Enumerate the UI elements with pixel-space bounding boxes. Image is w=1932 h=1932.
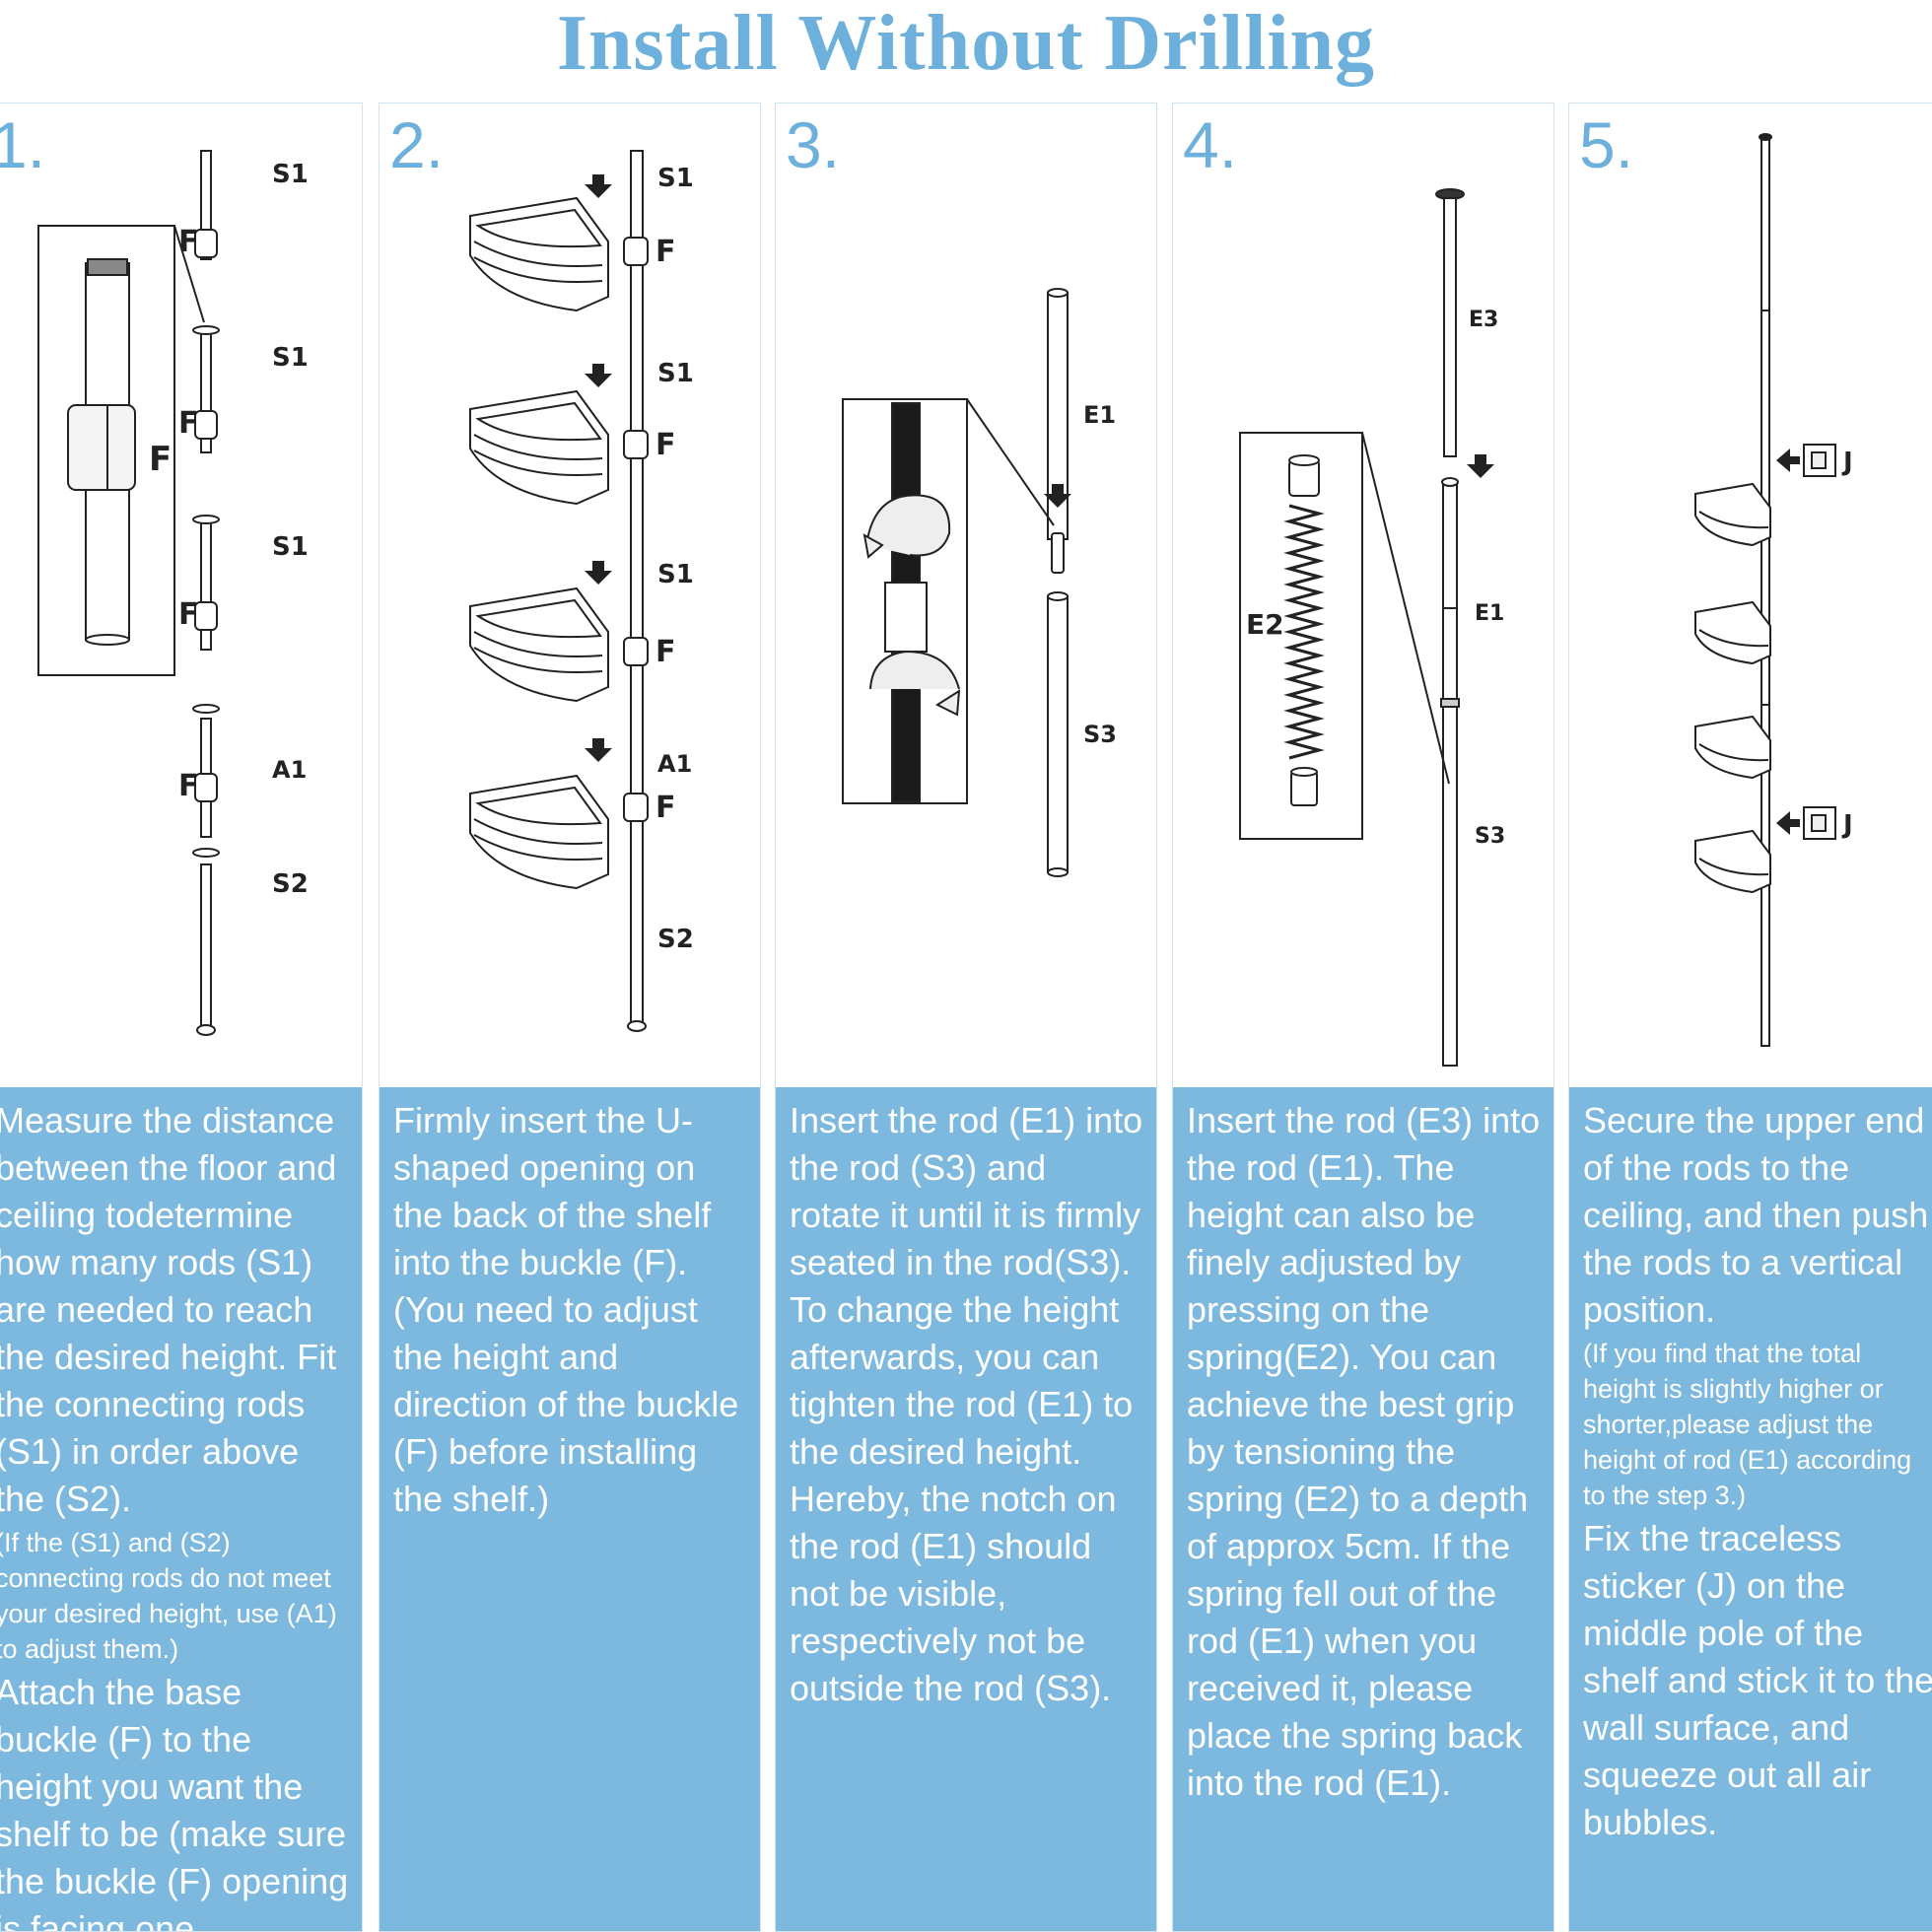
- step-2-panel: 2.: [379, 103, 761, 1932]
- label-e3: E3: [1469, 308, 1498, 332]
- step-5-text: Secure the upper end of the rods to the …: [1569, 1087, 1932, 1931]
- label-f: F: [178, 406, 199, 441]
- label-f: F: [656, 235, 676, 269]
- step-4-text: Insert the rod (E3) into the rod (E1). T…: [1173, 1087, 1553, 1931]
- label-f: F: [656, 428, 676, 462]
- step-1-illustration: S1 S1 S1 A1 S2 F F F F F: [37, 150, 309, 1036]
- label-a1: A1: [657, 750, 692, 778]
- label-e1: E1: [1475, 601, 1504, 626]
- label-s1: S1: [657, 164, 694, 193]
- step-instruction: Insert the rod (E3) into the rod (E1). T…: [1187, 1100, 1541, 1803]
- step-2-illustration: S1 S1 S1 A1 S2 F F F F: [469, 150, 694, 1032]
- label-s1: S1: [272, 532, 309, 562]
- label-a1: A1: [272, 756, 307, 784]
- step-5-illustration: J J: [1694, 133, 1853, 1047]
- step-2-text: Firmly insert the U-shaped opening on th…: [380, 1087, 760, 1931]
- step-number: 4.: [1183, 108, 1238, 181]
- step-number: 2.: [389, 108, 445, 181]
- label-f: F: [656, 635, 676, 669]
- label-e2: E2: [1246, 608, 1284, 641]
- step-instruction: Secure the upper end of the rods to the …: [1583, 1100, 1929, 1330]
- page-title: Install Without Drilling: [556, 0, 1376, 87]
- step-3-illustration: E1 S3: [842, 288, 1117, 877]
- step-number: 3.: [786, 108, 841, 181]
- label-s2: S2: [657, 925, 694, 954]
- label-j: J: [1841, 448, 1853, 477]
- step-instruction: Fix the traceless sticker (J) on the mid…: [1583, 1518, 1932, 1842]
- step-5-panel: 5.: [1568, 103, 1932, 1932]
- label-s1: S1: [272, 160, 309, 189]
- label-s3: S3: [1083, 721, 1117, 748]
- step-instruction: Attach the base buckle (F) to the height…: [0, 1672, 349, 1932]
- label-f: F: [656, 791, 676, 825]
- label-f: F: [178, 225, 199, 259]
- step-instruction: Insert the rod (E1) into the rod (S3) an…: [790, 1100, 1143, 1708]
- label-j: J: [1841, 810, 1853, 840]
- step-note: (If the (S1) and (S2) connecting rods do…: [0, 1528, 337, 1664]
- label-f: F: [178, 597, 199, 632]
- label-f: F: [178, 769, 199, 803]
- step-1-text: Measure the distance between the floor a…: [0, 1087, 362, 1932]
- step-instruction: Measure the distance between the floor a…: [0, 1100, 337, 1519]
- label-s1: S1: [657, 359, 694, 388]
- label-s1: S1: [657, 560, 694, 589]
- label-s1: S1: [272, 343, 309, 373]
- label-f-detail: F: [149, 440, 172, 479]
- step-3-panel: 3. E1 S3 Insert the rod (E1) into the ro…: [775, 103, 1157, 1932]
- label-s3: S3: [1475, 824, 1505, 849]
- label-s2: S2: [272, 869, 309, 899]
- step-instruction: Firmly insert the U-shaped opening on th…: [393, 1100, 739, 1519]
- step-3-text: Insert the rod (E1) into the rod (S3) an…: [776, 1087, 1156, 1931]
- step-number: 5.: [1579, 108, 1634, 181]
- step-number: 1.: [0, 108, 46, 181]
- step-4-panel: 4. E3 E1 S3 E2 Insert the rod (E3) into …: [1172, 103, 1554, 1932]
- step-1-panel: 1. S1: [0, 103, 363, 1932]
- step-note: (If you find that the total height is sl…: [1583, 1339, 1912, 1510]
- step-4-illustration: E3 E1 S3 E2: [1239, 188, 1505, 1067]
- label-e1: E1: [1083, 401, 1116, 429]
